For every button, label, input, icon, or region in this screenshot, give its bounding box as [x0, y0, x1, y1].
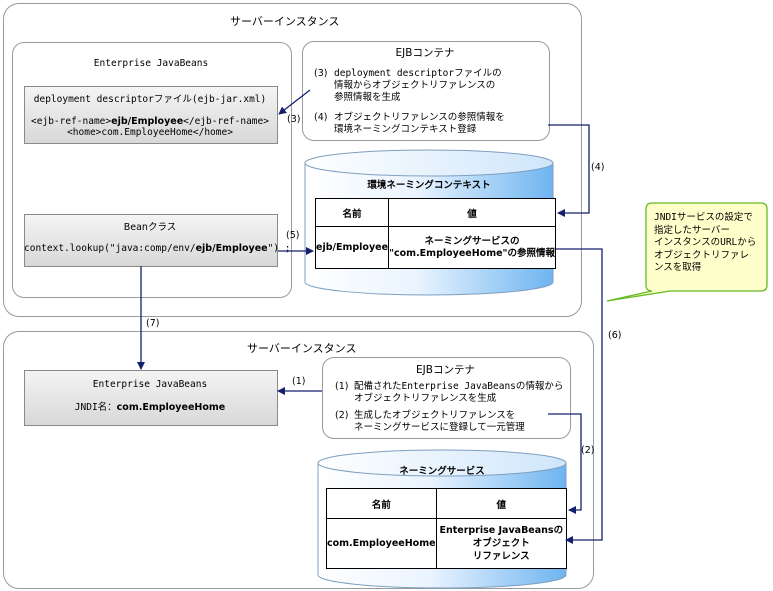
descriptor-ejb-ref-line: <ejb-ref-name>ejb/Employee</ejb-ref-name…	[31, 116, 269, 127]
step3-number: (3)	[314, 68, 328, 79]
ejb-container-top	[302, 41, 550, 141]
server-instance-bottom-title: サーバーインスタンス	[247, 342, 357, 355]
context-col-name: 名前	[314, 198, 390, 227]
arrow-label-3: (3)	[287, 114, 301, 125]
arrow-label-2: (2)	[581, 445, 595, 456]
deployment-descriptor-title: deployment descriptorファイル(ejb-jar.xml)	[33, 94, 267, 105]
naming-service-title: ネーミングサービス	[399, 466, 485, 477]
environment-naming-context-title: 環境ネーミングコンテキスト	[367, 180, 491, 191]
arrow-label-7: (7)	[146, 318, 160, 329]
step1-text: 配備されたEnterprise JavaBeansの情報から オブジェクトリファ…	[354, 381, 564, 404]
deployment-descriptor-box	[24, 86, 278, 144]
callout-text: JNDIサービスの設定で 指定したサーバー インスタンスのURLから オブジェク…	[654, 212, 757, 273]
arrow-label-4: (4)	[591, 162, 605, 173]
enterprise-javabeans-title: Enterprise JavaBeans	[92, 379, 208, 390]
naming-col-value: 値	[435, 488, 568, 519]
bean-class-title: Beanクラス	[123, 222, 177, 233]
descriptor-home-line: <home>com.EmployeeHome</home>	[67, 127, 233, 138]
context-col-value: 値	[388, 198, 556, 227]
naming-row-value: Enterprise JavaBeansの オブジェクト リファレンス	[435, 518, 568, 569]
ejb-container-top-title: EJBコンテナ	[395, 47, 455, 59]
step1-number: (1)	[335, 381, 349, 392]
context-row-value: ネーミングサービスの "com.EmployeeHome"の参照情報	[388, 226, 556, 269]
server-instance-top-title: サーバーインスタンス	[230, 15, 340, 28]
step4-text: オブジェクトリファレンスの参照情報を 環境ネーミングコンテキスト登録	[334, 112, 505, 135]
bean-class-box	[24, 214, 278, 267]
naming-row-name: com.EmployeeHome	[326, 518, 437, 569]
lookup-call: context.lookup("java:comp/env/ejb/Employ…	[24, 243, 291, 254]
arrow-label-5: (5)	[286, 230, 300, 241]
environment-naming-context-table: 名前 値 ejb/Employee ネーミングサービスの "com.Employ…	[314, 198, 556, 269]
arrow-label-1: (1)	[292, 376, 306, 387]
enterprise-javabeans-box	[24, 370, 278, 426]
step4-number: (4)	[314, 112, 328, 123]
ejb-panel-title: Enterprise JavaBeans	[93, 58, 209, 69]
step2-number: (2)	[335, 410, 349, 421]
naming-service-table: 名前 値 com.EmployeeHome Enterprise JavaBea…	[326, 488, 568, 569]
ejb-container-bottom-title: EJBコンテナ	[416, 364, 475, 376]
ejb-container-bottom	[322, 357, 571, 439]
step2-text: 生成したオブジェクトリファレンスを ネーミングサービスに登録して一元管理	[354, 410, 525, 433]
step3-text: deployment descriptorファイルの 情報からオブジェクトリファ…	[334, 68, 502, 103]
context-row-name: ejb/Employee	[314, 226, 390, 269]
arrow-label-6: (6)	[608, 330, 622, 341]
jndi-name: JNDI名：com.EmployeeHome	[74, 402, 226, 413]
naming-col-name: 名前	[326, 488, 437, 519]
